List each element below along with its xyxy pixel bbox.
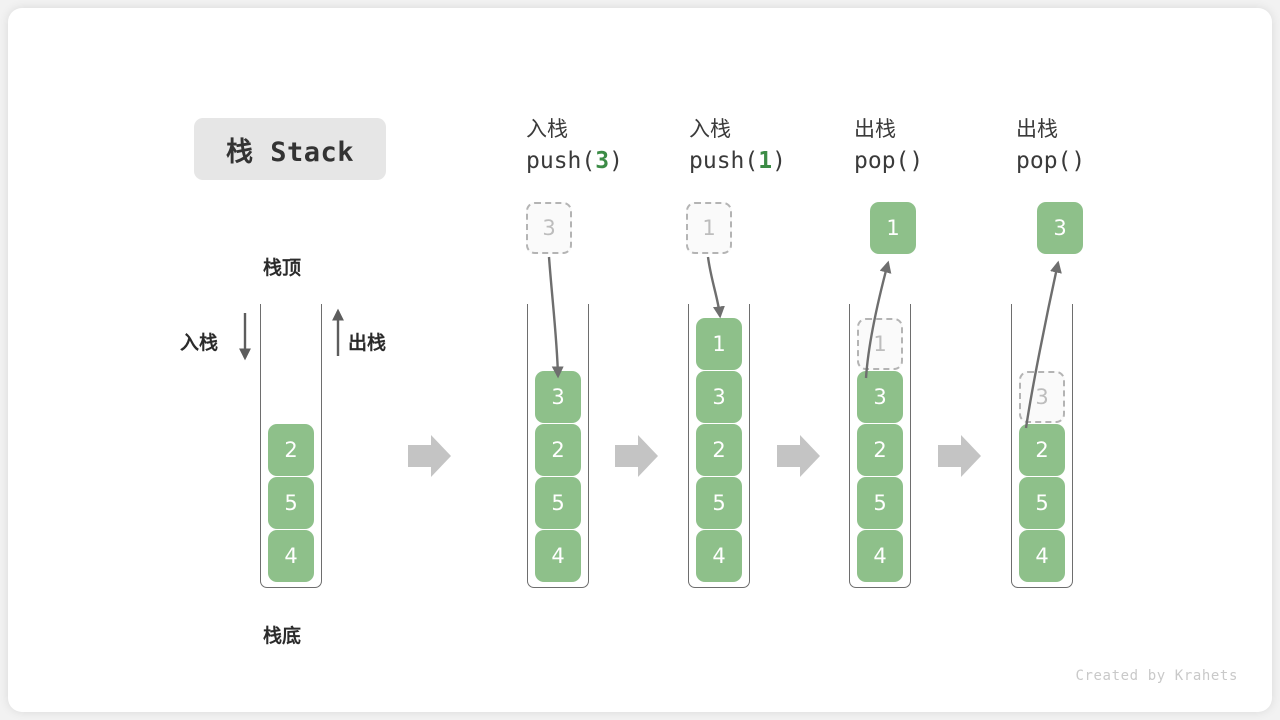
code-prefix: push( <box>526 148 596 174</box>
stack-container-push-3: 3 2 5 4 <box>527 304 589 588</box>
stack-container-initial: 2 5 4 <box>260 304 322 588</box>
stack-cell: 1 <box>696 318 742 370</box>
stack-cell-ghost: 3 <box>1019 371 1065 423</box>
code-number: 1 <box>758 148 773 174</box>
stack-cell: 5 <box>696 477 742 529</box>
stack-cell: 5 <box>268 477 314 529</box>
stack-cell: 4 <box>535 530 581 582</box>
stack-slots: 3 2 5 4 <box>528 371 588 582</box>
label-pop-side: 出栈 <box>348 332 387 354</box>
stack-cell: 2 <box>268 424 314 476</box>
code-suffix: ) <box>909 148 924 174</box>
page-title: 栈 Stack <box>225 136 355 168</box>
stack-cell: 5 <box>1019 477 1065 529</box>
code-number: 3 <box>595 148 610 174</box>
code-suffix: ) <box>1071 148 1086 174</box>
label-stack-top: 栈顶 <box>263 257 302 279</box>
credit-text: Created by Krahets <box>1075 668 1238 684</box>
transition-arrow-4-icon <box>938 435 981 477</box>
column-header-pop-3: 出栈 pop() <box>1016 114 1216 178</box>
transition-arrow-2-icon <box>615 435 658 477</box>
transition-arrow-3-icon <box>777 435 820 477</box>
stack-container-pop-1: 1 3 2 5 4 <box>849 304 911 588</box>
stack-cell: 2 <box>1019 424 1065 476</box>
column-header-push-1: 入栈 push(1) <box>689 114 889 178</box>
column-header-pop-1: 出栈 pop() <box>854 114 1054 178</box>
stack-container-pop-3: 3 2 5 4 <box>1011 304 1073 588</box>
floating-element-pop-1: 1 <box>870 202 916 254</box>
stack-cell: 4 <box>1019 530 1065 582</box>
column-header-code: pop() <box>1016 144 1216 178</box>
column-header-code: push(3) <box>526 144 726 178</box>
stack-cell: 4 <box>696 530 742 582</box>
stack-cell: 4 <box>857 530 903 582</box>
code-prefix: push( <box>689 148 759 174</box>
floating-element-push-3: 3 <box>526 202 572 254</box>
column-header-cn: 入栈 <box>526 117 568 141</box>
transition-arrow-1-icon <box>408 435 451 477</box>
stack-slots: 1 3 2 5 4 <box>689 318 749 582</box>
code-prefix: pop( <box>854 148 910 174</box>
code-suffix: ) <box>772 148 786 174</box>
floating-element-pop-3: 3 <box>1037 202 1083 254</box>
stack-container-push-1: 1 3 2 5 4 <box>688 304 750 588</box>
stack-cell: 2 <box>696 424 742 476</box>
stack-cell: 3 <box>535 371 581 423</box>
column-header-code: push(1) <box>689 144 889 178</box>
stack-cell: 5 <box>857 477 903 529</box>
title-badge: 栈 Stack <box>194 118 386 180</box>
column-header-cn: 出栈 <box>1016 117 1058 141</box>
label-stack-bottom: 栈底 <box>263 625 302 647</box>
column-header-code: pop() <box>854 144 1054 178</box>
stack-cell: 4 <box>268 530 314 582</box>
code-suffix: ) <box>609 148 623 174</box>
diagram-card: 栈 Stack 栈顶 栈底 入栈 出栈 入栈 push(3) 入栈 push(1… <box>8 8 1272 712</box>
stack-cell: 2 <box>535 424 581 476</box>
stack-cell: 2 <box>857 424 903 476</box>
stack-slots: 1 3 2 5 4 <box>850 318 910 582</box>
stack-cell: 5 <box>535 477 581 529</box>
stack-slots: 3 2 5 4 <box>1012 371 1072 582</box>
stack-slots: 2 5 4 <box>261 424 321 582</box>
stack-cell: 3 <box>857 371 903 423</box>
stack-cell-ghost: 1 <box>857 318 903 370</box>
floating-element-push-1: 1 <box>686 202 732 254</box>
column-header-push-3: 入栈 push(3) <box>526 114 726 178</box>
label-push-side: 入栈 <box>180 332 219 354</box>
column-header-cn: 出栈 <box>854 117 896 141</box>
column-header-cn: 入栈 <box>689 117 731 141</box>
code-prefix: pop( <box>1016 148 1072 174</box>
stack-cell: 3 <box>696 371 742 423</box>
